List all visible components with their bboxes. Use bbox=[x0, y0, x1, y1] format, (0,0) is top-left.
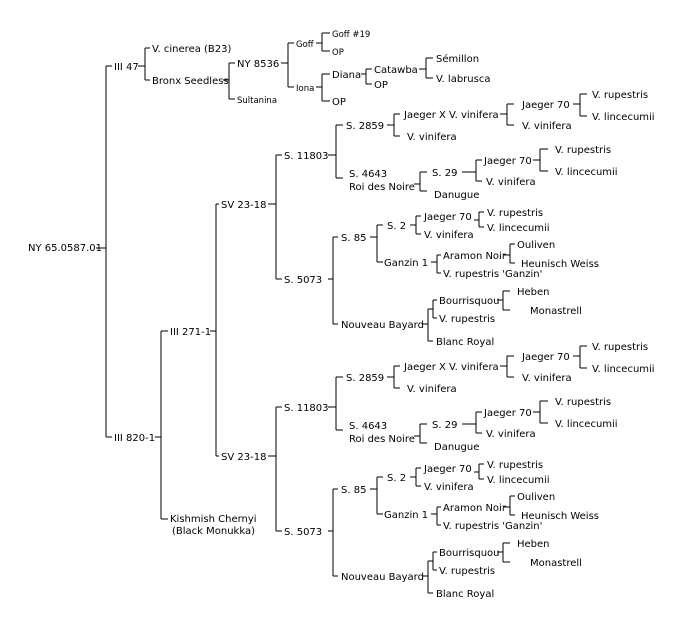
node-catawba: Catawba bbox=[374, 65, 418, 76]
node-bronx-seedless: Bronx Seedless bbox=[152, 76, 229, 87]
node-blanc-royal: Blanc Royal bbox=[436, 589, 494, 600]
node-ganzin-1: Ganzin 1 bbox=[384, 258, 428, 269]
node-s-2: S. 2 bbox=[387, 473, 406, 484]
sv-subtree-upper: SV 23-18 S. 11803 S. 5073 S. 2859 S. 464… bbox=[221, 90, 655, 348]
node-s-11803: S. 11803 bbox=[284, 403, 329, 414]
node-v-rupestris: V. rupestris bbox=[555, 145, 611, 156]
node-jaeger-70: Jaeger 70 bbox=[423, 212, 472, 223]
node-v-vinifera: V. vinifera bbox=[486, 429, 536, 440]
node-op: OP bbox=[332, 97, 346, 108]
node-s-2859: S. 2859 bbox=[346, 373, 384, 384]
node-sv-23-18: SV 23-18 bbox=[221, 452, 266, 463]
node-v-lincecumii: V. lincecumii bbox=[555, 419, 618, 430]
node-v-rupestris: V. rupestris bbox=[439, 566, 495, 577]
sv-subtree-lower: SV 23-18 S. 11803 S. 5073 S. 2859 S. 464… bbox=[221, 342, 655, 600]
node-jaeger-70: Jaeger 70 bbox=[521, 352, 570, 363]
node-s-11803: S. 11803 bbox=[284, 151, 329, 162]
node-goff: Goff bbox=[296, 40, 315, 50]
node-aramon-noir: Aramon Noir bbox=[443, 503, 507, 514]
node-s-2: S. 2 bbox=[387, 221, 406, 232]
node-s-4643: S. 4643 bbox=[349, 169, 387, 180]
node-s-4643: S. 4643 bbox=[349, 421, 387, 432]
node-goff-19: Goff #19 bbox=[332, 30, 370, 40]
node-jaeger-70: Jaeger 70 bbox=[483, 408, 532, 419]
node-jaeger-x-vinifera: Jaeger X V. vinifera bbox=[403, 362, 499, 373]
node-v-rupestris: V. rupestris bbox=[487, 460, 543, 471]
node-oulivien: Ouliven bbox=[517, 240, 555, 251]
node-v-cinerea: V. cinerea (B23) bbox=[152, 44, 232, 55]
node-danugue: Danugue bbox=[434, 190, 479, 201]
node-heben: Heben bbox=[517, 287, 550, 298]
node-iona: Iona bbox=[296, 84, 314, 94]
node-heunisch-weiss: Heunisch Weiss bbox=[521, 511, 599, 522]
node-v-labrusca: V. labrusca bbox=[436, 74, 490, 85]
node-v-rupestris: V. rupestris bbox=[592, 90, 648, 101]
node-v-vinifera: V. vinifera bbox=[424, 482, 474, 493]
node-bourrisquou: Bourrisquou bbox=[439, 548, 500, 559]
node-danugue: Danugue bbox=[434, 442, 479, 453]
node-v-vinifera: V. vinifera bbox=[486, 177, 536, 188]
node-s-29: S. 29 bbox=[432, 168, 457, 179]
node-oulivien: Ouliven bbox=[517, 492, 555, 503]
node-diana: Diana bbox=[332, 70, 361, 81]
node-v-vinifera: V. vinifera bbox=[522, 373, 572, 384]
node-v-vinifera: V. vinifera bbox=[522, 121, 572, 132]
node-jaeger-x-vinifera: Jaeger X V. vinifera bbox=[403, 110, 499, 121]
node-iii-271-1: III 271-1 bbox=[170, 327, 211, 338]
node-v-rupestris: V. rupestris bbox=[555, 397, 611, 408]
node-iii-47: III 47 bbox=[114, 62, 139, 73]
node-v-rupestris: V. rupestris bbox=[592, 342, 648, 353]
node-heunisch-weiss: Heunisch Weiss bbox=[521, 259, 599, 270]
node-v-rupestris-ganzin: V. rupestris 'Ganzin' bbox=[443, 269, 542, 280]
node-root: NY 65.0587.01 bbox=[28, 243, 102, 254]
node-roi-des-noire: Roi des Noire bbox=[349, 182, 415, 193]
node-s-5073: S. 5073 bbox=[284, 527, 322, 538]
node-s-2859: S. 2859 bbox=[346, 121, 384, 132]
node-sultanina: Sultanina bbox=[237, 96, 277, 106]
node-ganzin-1: Ganzin 1 bbox=[384, 510, 428, 521]
node-jaeger-70: Jaeger 70 bbox=[423, 464, 472, 475]
node-jaeger-70: Jaeger 70 bbox=[483, 156, 532, 167]
node-monastrell: Monastrell bbox=[530, 558, 582, 569]
node-v-lincecumii: V. lincecumii bbox=[487, 475, 550, 486]
node-s-5073: S. 5073 bbox=[284, 275, 322, 286]
node-bourrisquou: Bourrisquou bbox=[439, 296, 500, 307]
node-v-vinifera: V. vinifera bbox=[407, 384, 457, 395]
node-iii-820-1: III 820-1 bbox=[114, 433, 155, 444]
node-v-vinifera: V. vinifera bbox=[424, 230, 474, 241]
node-op: OP bbox=[374, 80, 388, 91]
node-roi-des-noire: Roi des Noire bbox=[349, 434, 415, 445]
node-v-rupestris: V. rupestris bbox=[487, 208, 543, 219]
node-op: OP bbox=[332, 48, 344, 58]
node-s-85: S. 85 bbox=[341, 233, 366, 244]
node-v-lincecumii: V. lincecumii bbox=[592, 112, 655, 123]
node-v-rupestris: V. rupestris bbox=[439, 314, 495, 325]
node-aramon-noir: Aramon Noir bbox=[443, 251, 507, 262]
node-black-monukka: (Black Monukka) bbox=[172, 526, 255, 537]
node-v-lincecumii: V. lincecumii bbox=[592, 364, 655, 375]
node-v-lincecumii: V. lincecumii bbox=[487, 223, 550, 234]
node-heben: Heben bbox=[517, 539, 550, 550]
node-s-85: S. 85 bbox=[341, 485, 366, 496]
node-semillon: Sémillon bbox=[436, 53, 479, 65]
node-blanc-royal: Blanc Royal bbox=[436, 337, 494, 348]
node-s-29: S. 29 bbox=[432, 420, 457, 431]
node-jaeger-70: Jaeger 70 bbox=[521, 100, 570, 111]
node-v-lincecumii: V. lincecumii bbox=[555, 167, 618, 178]
node-v-vinifera: V. vinifera bbox=[407, 132, 457, 143]
node-ny-8536: NY 8536 bbox=[237, 59, 279, 70]
node-nouveau-bayard: Nouveau Bayard bbox=[341, 320, 424, 331]
node-sv-23-18: SV 23-18 bbox=[221, 200, 266, 211]
node-kishmish-chernyi: Kishmish Chernyi bbox=[170, 514, 257, 525]
node-v-rupestris-ganzin: V. rupestris 'Ganzin' bbox=[443, 521, 542, 532]
node-monastrell: Monastrell bbox=[530, 306, 582, 317]
node-nouveau-bayard: Nouveau Bayard bbox=[341, 572, 424, 583]
